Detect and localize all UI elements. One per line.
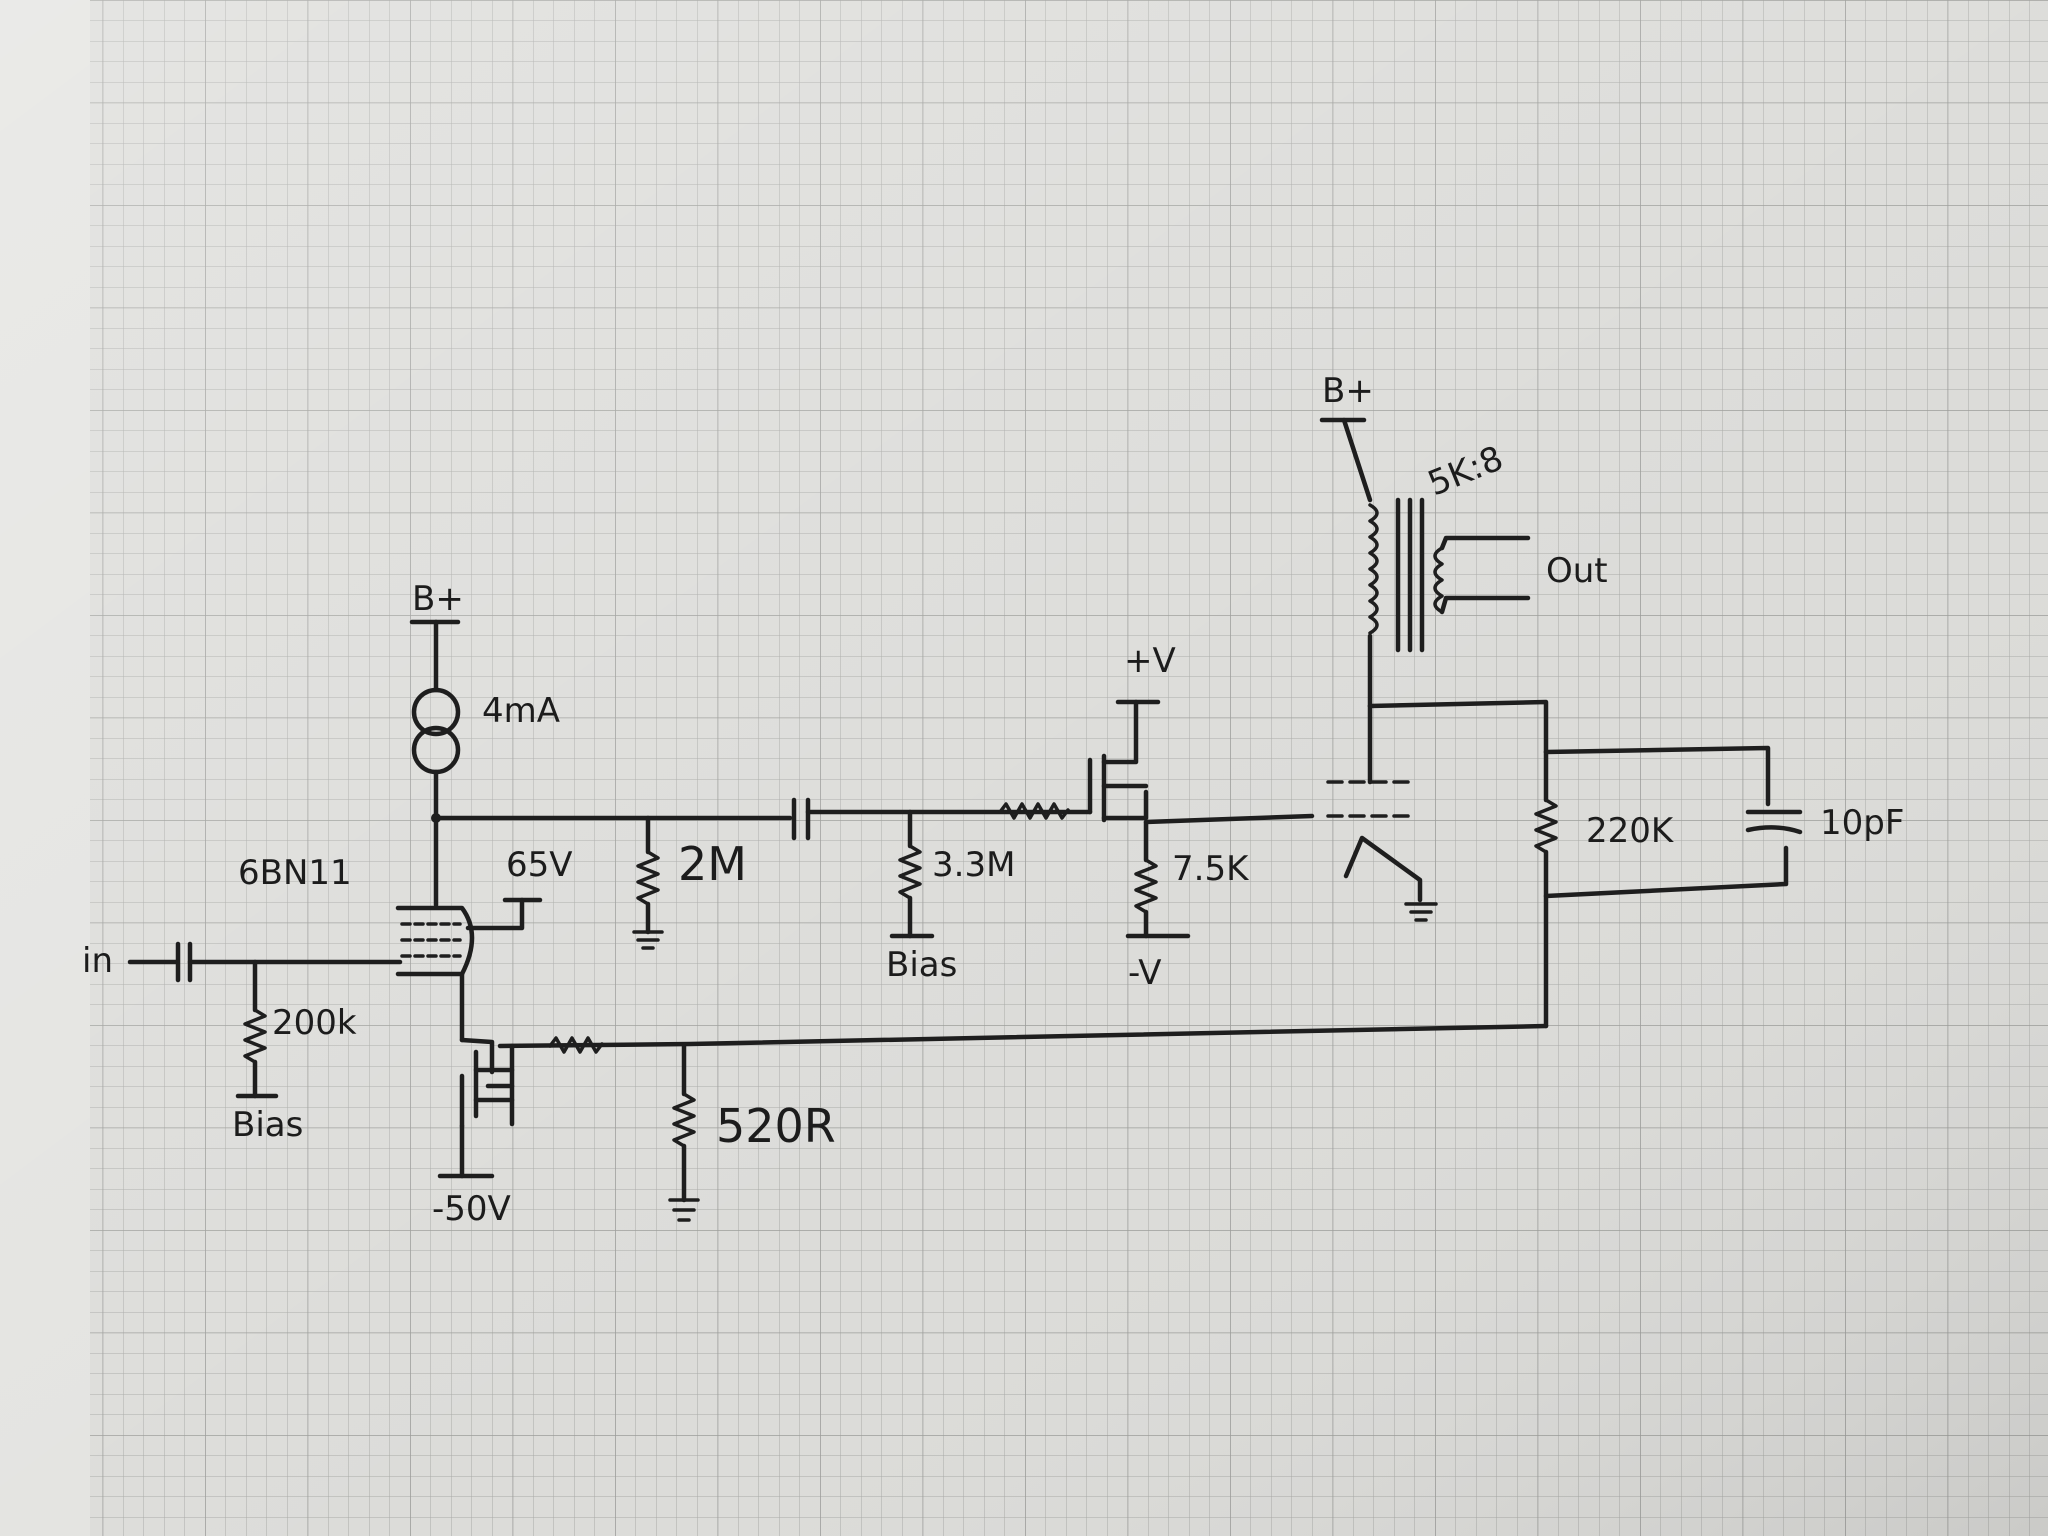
bplus-left-rail — [409, 619, 461, 693]
input-coupling-cap — [127, 941, 403, 983]
mosfet-source-follower — [1087, 699, 1315, 939]
current-source-symbol — [411, 687, 461, 823]
label-bplus-left: B+ — [412, 579, 464, 619]
feedback-return-wire — [497, 1023, 1549, 1049]
label-bplus-right: B+ — [1322, 371, 1374, 411]
label-output: Out — [1546, 551, 1608, 591]
label-neg-supply: -V — [1128, 953, 1162, 993]
label-cathode-resistor: 520R — [716, 1099, 836, 1153]
label-ccs-current: 4mA — [482, 691, 560, 731]
label-input: in — [82, 941, 113, 981]
output-tube — [1326, 703, 1438, 922]
label-bias-gate: Bias — [886, 945, 957, 985]
label-neg-50: -50V — [432, 1189, 511, 1229]
gate-stopper-resistor — [998, 802, 1070, 820]
label-feedback-resistor: 220K — [1586, 811, 1675, 851]
label-tube: 6BN11 — [238, 853, 352, 893]
cathode-resistor-520r — [668, 1043, 700, 1222]
label-gate-resistor: 3.3M — [932, 845, 1015, 885]
output-transformer — [1319, 417, 1531, 709]
label-screen-voltage: 65V — [506, 845, 573, 885]
feedback-network — [1367, 699, 1803, 1029]
label-bias-grid: Bias — [232, 1105, 303, 1145]
label-pos-supply: +V — [1124, 641, 1176, 681]
gate-resistor-3-3m — [889, 809, 935, 939]
grid-resistor-200k — [235, 959, 279, 1099]
label-feedback-cap: 10pF — [1820, 803, 1904, 843]
label-plate-resistor: 2M — [678, 837, 747, 891]
cathode-ccs-mosfet — [437, 1036, 604, 1179]
tube-6bn11 — [395, 897, 543, 1043]
label-source-resistor: 7.5K — [1172, 849, 1250, 889]
label-grid-resistor: 200k — [272, 1003, 357, 1043]
plate-resistor-2m — [632, 815, 664, 950]
